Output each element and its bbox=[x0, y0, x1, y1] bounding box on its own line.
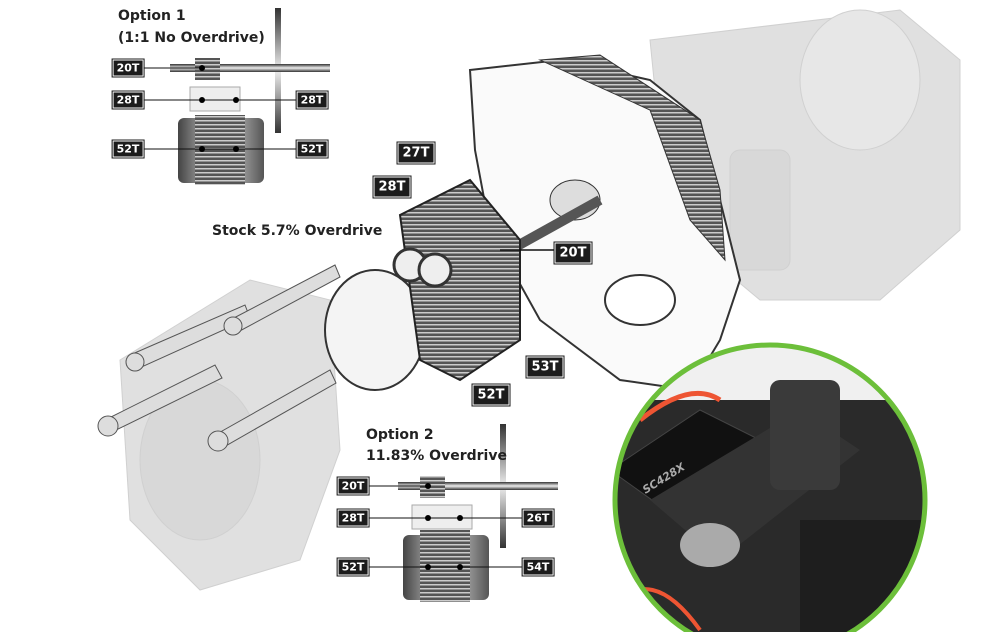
stock-tag-28t: 28T bbox=[372, 175, 412, 199]
option1-tag-20t: 20T bbox=[111, 58, 145, 78]
option1-tag-28t-left: 28T bbox=[111, 90, 145, 110]
option2-diagram bbox=[365, 424, 558, 602]
stock-tag-52t: 52T bbox=[471, 383, 511, 407]
option1-subtitle: (1:1 No Overdrive) bbox=[118, 30, 265, 46]
option1-title: Option 1 bbox=[118, 8, 186, 24]
option2-subtitle: 11.83% Overdrive bbox=[366, 448, 507, 464]
option1-diagram bbox=[140, 8, 330, 185]
option2-tag-28t: 28T bbox=[336, 508, 370, 528]
option2-tag-52t: 52T bbox=[336, 557, 370, 577]
stock-tag-20t: 20T bbox=[553, 241, 593, 265]
gear-cluster bbox=[324, 178, 603, 391]
stock-tag-27t: 27T bbox=[396, 141, 436, 165]
stock-title: Stock 5.7% Overdrive bbox=[212, 223, 383, 239]
stock-tag-53t: 53T bbox=[525, 355, 565, 379]
photo-ring bbox=[612, 342, 928, 632]
option1-tag-52t-left: 52T bbox=[111, 139, 145, 159]
option2-tag-54t: 54T bbox=[521, 557, 555, 577]
screws bbox=[97, 264, 341, 452]
option1-tag-28t-right: 28T bbox=[295, 90, 329, 110]
option1-tag-52t-right: 52T bbox=[295, 139, 329, 159]
option2-tag-26t: 26T bbox=[521, 508, 555, 528]
option2-title: Option 2 bbox=[366, 427, 434, 443]
option2-tag-20t: 20T bbox=[336, 476, 370, 496]
